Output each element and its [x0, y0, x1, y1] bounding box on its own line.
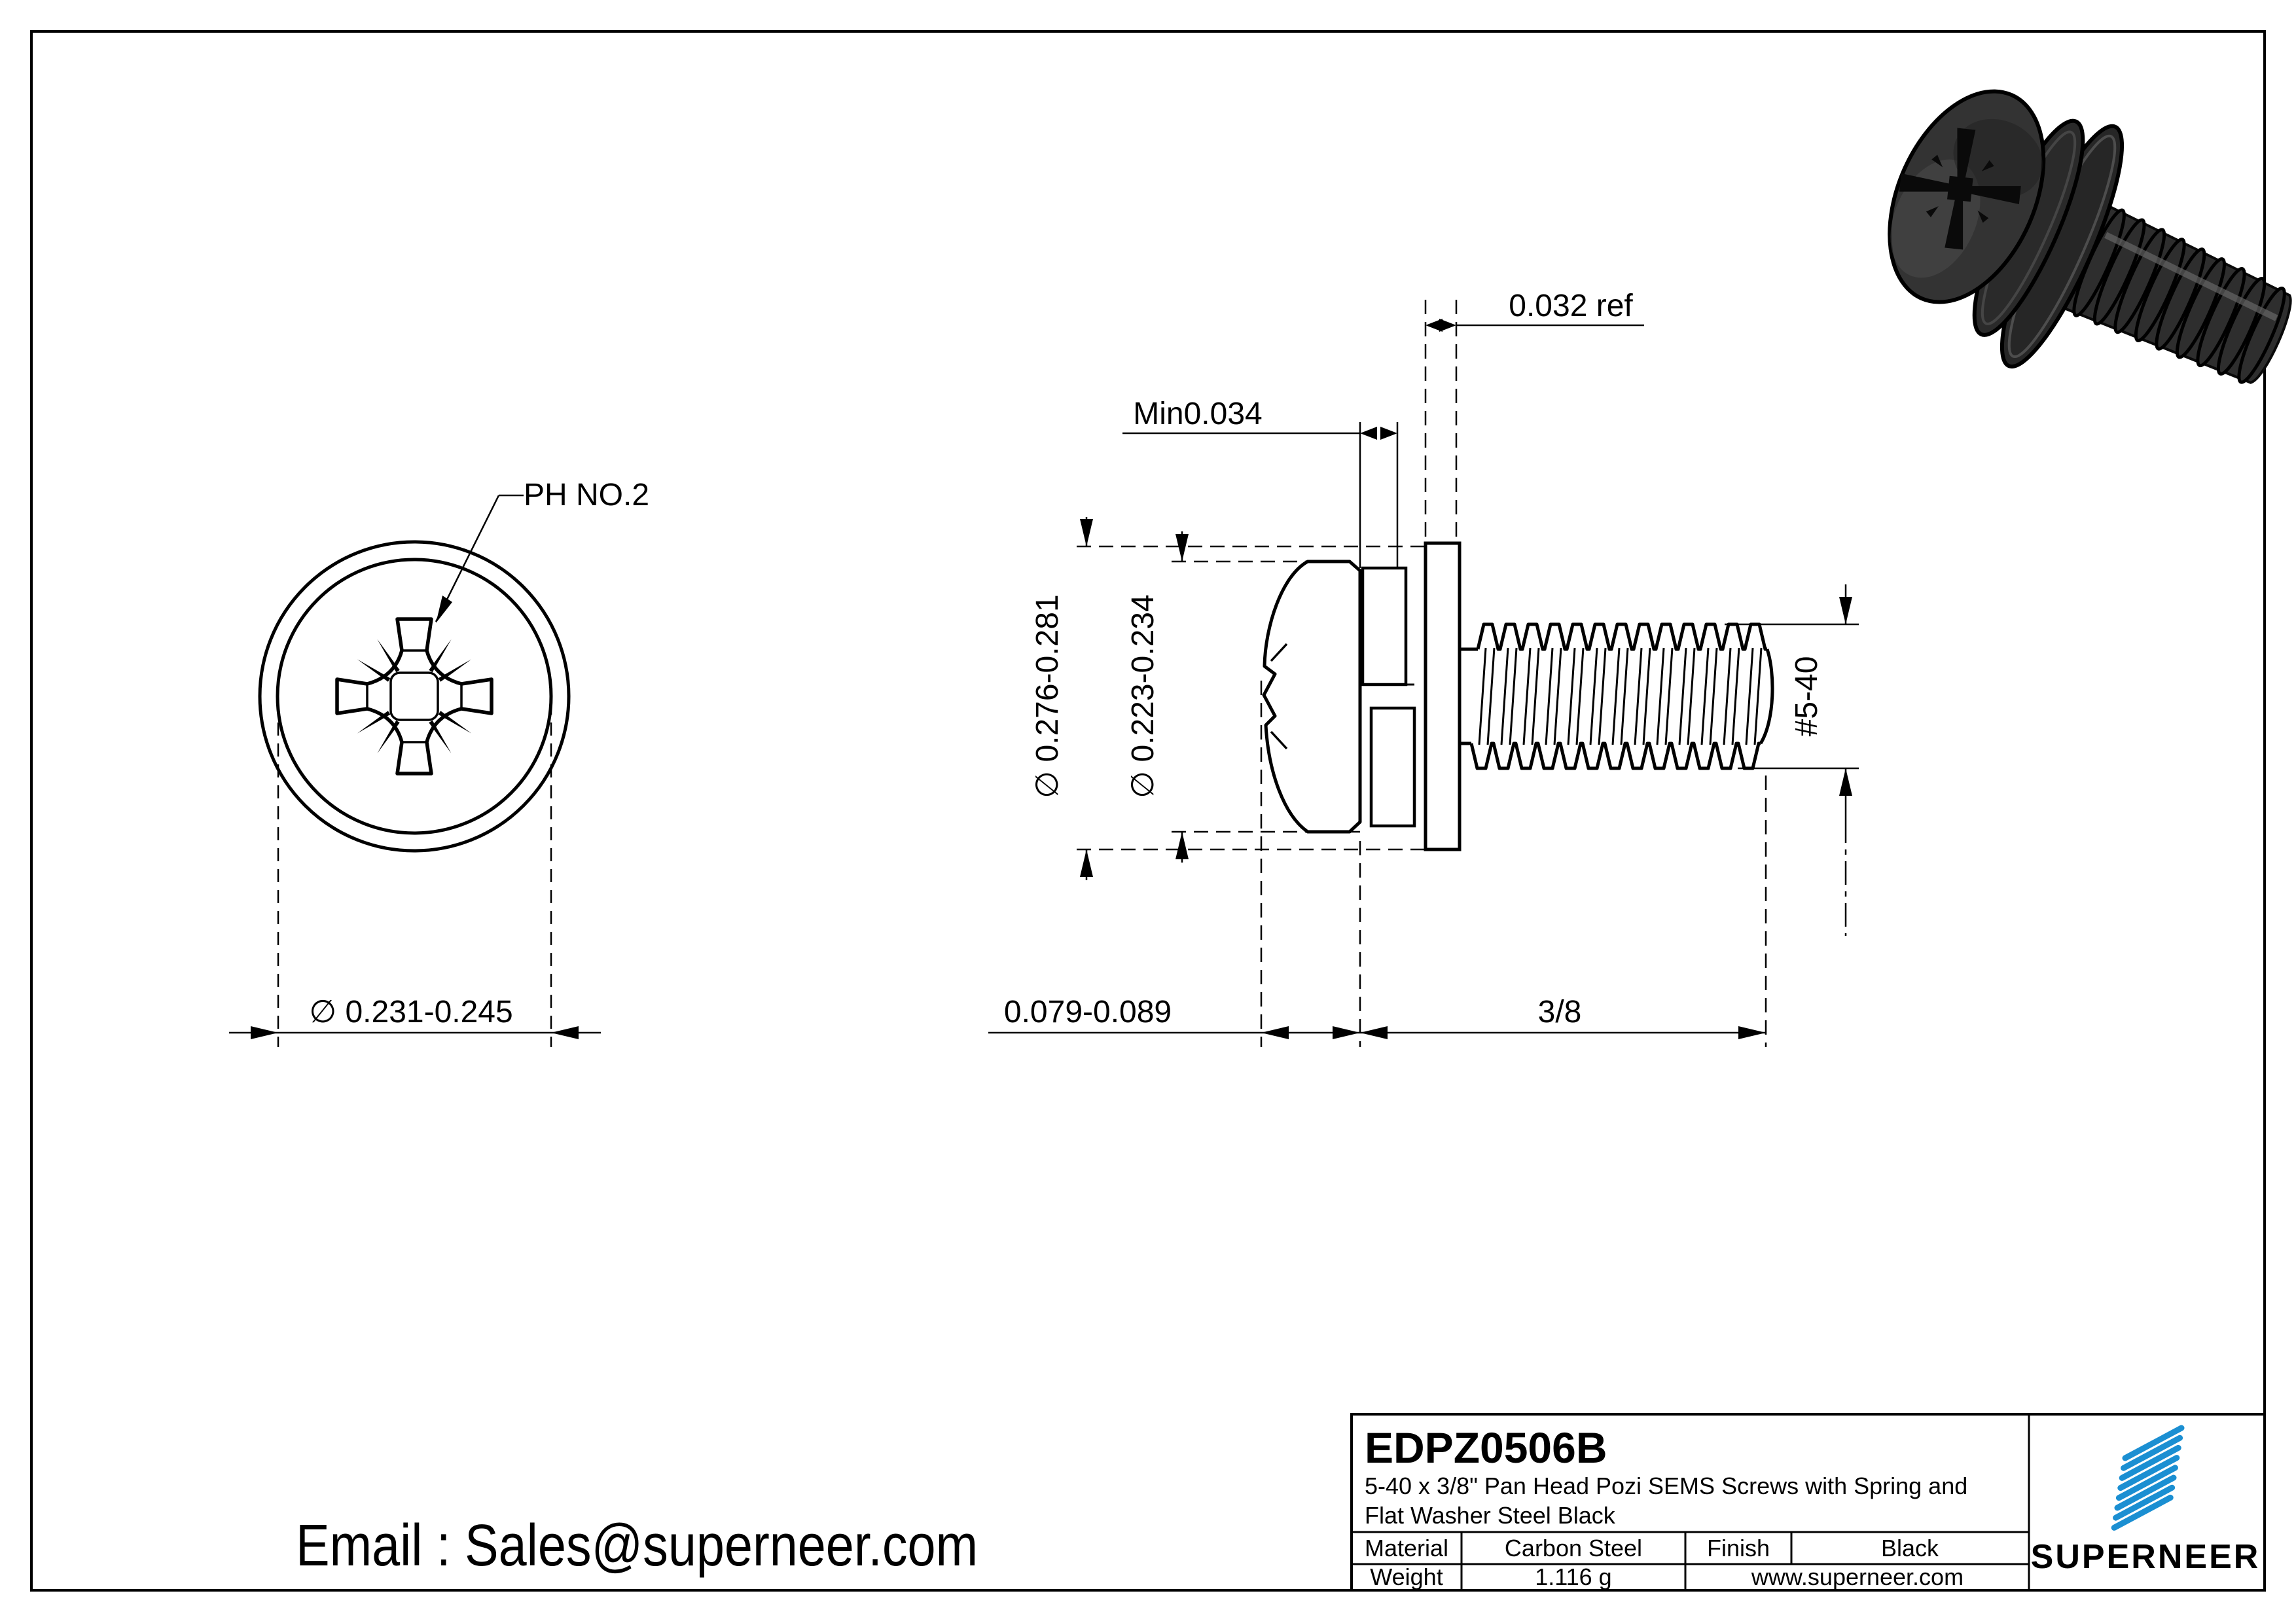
spring-washer-lower: [1369, 706, 1416, 828]
leader-arrow-icon: [436, 596, 452, 623]
pozi-recess-icon: [335, 617, 493, 776]
dim-arrow-icon: [1380, 427, 1397, 440]
dim-arrow-icon: [251, 1026, 278, 1039]
description-line1: 5-40 x 3/8" Pan Head Pozi SEMS Screws wi…: [1365, 1472, 1967, 1499]
dim-arrow-icon: [1175, 534, 1189, 562]
dim-arrow-icon: [1426, 319, 1443, 332]
material-value: Carbon Steel: [1505, 1535, 1642, 1561]
dim-spring-thickness: Min0.034: [1133, 397, 1262, 431]
washer-outline-circle: [258, 540, 571, 853]
pozi-callout-label: PH NO.2: [524, 478, 649, 512]
finish-value: Black: [1881, 1535, 1939, 1561]
dim-arrow-icon: [1261, 1026, 1289, 1039]
dim-head-height: 0.079-0.089: [1004, 995, 1172, 1029]
pan-head-profile: [1262, 560, 1362, 834]
sheet-border: [30, 30, 2266, 1592]
screw-3d-render: [1888, 89, 2292, 384]
dim-thread-length: 3/8: [1538, 995, 1582, 1029]
dim-arrow-icon: [1080, 519, 1093, 546]
side-view: 0.032 ref Min0.034 ∅ 0.276-0.281 ∅ 0.223…: [988, 289, 1859, 1047]
spring-washer-upper: [1361, 566, 1408, 687]
dim-arrow-icon: [1360, 1026, 1388, 1039]
dim-arrow-icon: [1839, 768, 1852, 796]
part-number: EDPZ0506B: [1365, 1423, 1607, 1472]
flat-washer-profile: [1424, 541, 1462, 851]
title-block: EDPZ0506B 5-40 x 3/8" Pan Head Pozi SEMS…: [1350, 1413, 2266, 1592]
dim-arrow-icon: [551, 1026, 579, 1039]
material-label: Material: [1365, 1535, 1448, 1561]
brand-name: SUPERNEER: [2031, 1538, 2261, 1576]
website-link[interactable]: www.superneer.com: [1751, 1563, 1964, 1590]
head-outline-circle: [276, 558, 553, 835]
dim-arrow-icon: [1439, 319, 1456, 332]
dim-washer-od: ∅ 0.276-0.281: [1030, 594, 1065, 798]
superneer-logo-icon: [2111, 1425, 2185, 1531]
dim-arrow-icon: [1738, 1026, 1766, 1039]
recess-edge: [1270, 643, 1288, 662]
dim-arrow-icon: [1175, 832, 1189, 859]
description-line2: Flat Washer Steel Black: [1365, 1502, 1616, 1529]
thread-profile: [1469, 622, 1774, 770]
dim-head-od: ∅ 0.223-0.234: [1126, 594, 1160, 798]
dim-arrow-icon: [1839, 597, 1852, 624]
dim-head-diameter: ∅ 0.231-0.245: [309, 995, 512, 1029]
weight-value: 1.116 g: [1535, 1563, 1611, 1590]
dim-washer-thickness: 0.032 ref: [1509, 289, 1633, 323]
dim-thread-size: #5-40: [1789, 656, 1824, 737]
weight-label: Weight: [1370, 1563, 1443, 1590]
front-view: PH NO.2 ∅ 0.231-0.245: [229, 478, 649, 1047]
finish-label: Finish: [1707, 1535, 1770, 1561]
recess-edge: [1270, 730, 1288, 750]
dim-arrow-icon: [1360, 427, 1377, 440]
pozi-recess-3d-icon: [1899, 128, 2021, 250]
dim-arrow-icon: [1333, 1026, 1360, 1039]
dim-arrow-icon: [1080, 849, 1093, 877]
contact-email: Email : Sales@superneer.com: [296, 1512, 978, 1578]
